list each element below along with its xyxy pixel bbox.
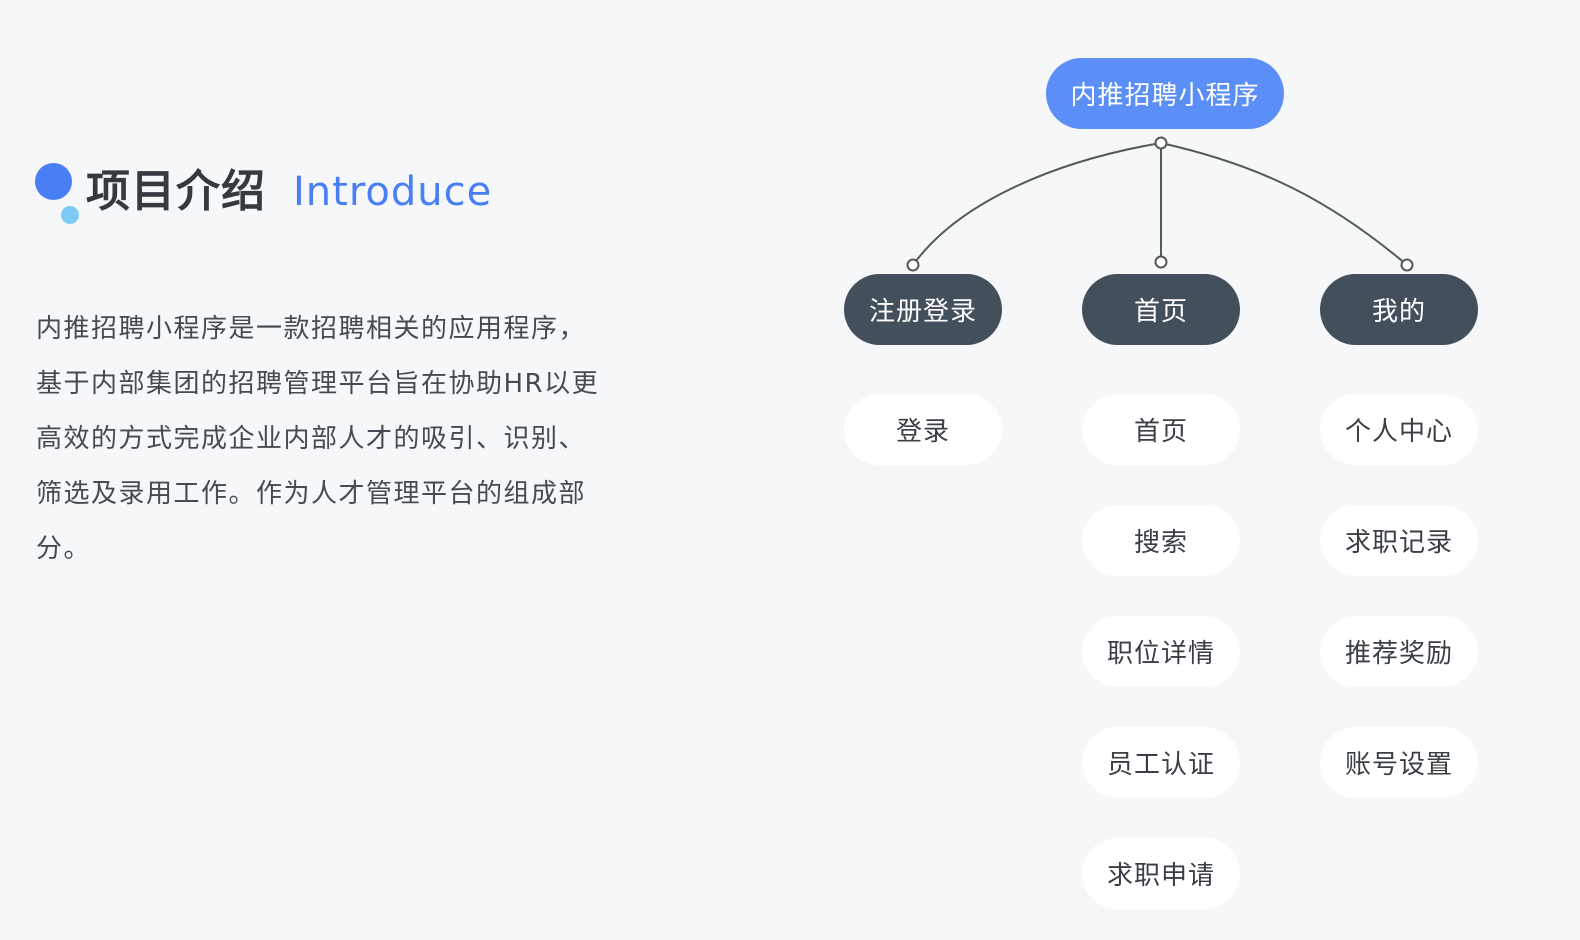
connector-joint-right bbox=[1400, 258, 1414, 272]
connector-joint-left bbox=[906, 258, 920, 272]
description-line: 分。 bbox=[36, 534, 92, 564]
leaf-node-job-detail: 职位详情 bbox=[1082, 616, 1240, 687]
leaf-node-personal-center: 个人中心 bbox=[1320, 394, 1478, 465]
description-line: 内推招聘小程序是一款招聘相关的应用程序， bbox=[36, 314, 587, 344]
connector-right bbox=[1160, 142, 1408, 266]
connector-joint-center bbox=[1154, 255, 1168, 269]
category-node-mine: 我的 bbox=[1320, 274, 1478, 345]
category-node-register-login: 注册登录 bbox=[844, 274, 1002, 345]
category-node-home: 首页 bbox=[1082, 274, 1240, 345]
leaf-node-referral-reward: 推荐奖励 bbox=[1320, 616, 1478, 687]
leaf-node-job-application: 求职申请 bbox=[1082, 838, 1240, 909]
leaf-node-application-record: 求职记录 bbox=[1320, 505, 1478, 576]
leaf-node-employee-verification: 员工认证 bbox=[1082, 727, 1240, 798]
connector-left bbox=[912, 142, 1162, 266]
leaf-node-search: 搜索 bbox=[1082, 505, 1240, 576]
leaf-node-home: 首页 bbox=[1082, 394, 1240, 465]
section-title-en: Introduce bbox=[293, 169, 493, 215]
leaf-node-account-settings: 账号设置 bbox=[1320, 727, 1478, 798]
description-line: 基于内部集团的招聘管理平台旨在协助HR以更 bbox=[36, 369, 600, 399]
connector-joint-root bbox=[1154, 136, 1168, 150]
decor-dot-large bbox=[35, 163, 72, 200]
root-node: 内推招聘小程序 bbox=[1046, 58, 1284, 129]
description: 内推招聘小程序是一款招聘相关的应用程序， 基于内部集团的招聘管理平台旨在协助HR… bbox=[36, 302, 636, 577]
section-title: 项目介绍 bbox=[86, 166, 266, 217]
description-line: 高效的方式完成企业内部人才的吸引、识别、 bbox=[36, 424, 587, 454]
decor-dot-small bbox=[61, 206, 79, 224]
description-line: 筛选及录用工作。作为人才管理平台的组成部 bbox=[36, 479, 587, 509]
leaf-node-login: 登录 bbox=[844, 394, 1002, 465]
